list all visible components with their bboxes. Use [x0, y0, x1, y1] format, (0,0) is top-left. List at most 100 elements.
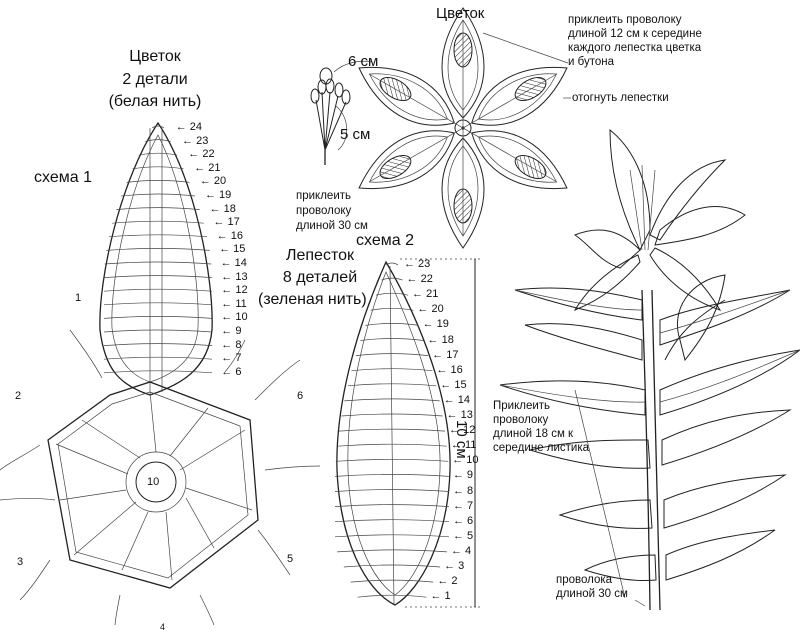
- scheme1-row-24: ← 24: [175, 121, 202, 133]
- section-number-1: 1: [75, 292, 82, 304]
- scheme1-stitch-row: [145, 139, 171, 142]
- scheme1-row-10: ← 10: [221, 311, 248, 324]
- scheme1-row-18: ← 18: [209, 202, 236, 215]
- scheme1-stitch-row: [104, 261, 212, 265]
- scheme2-row-22: ← 22: [406, 273, 433, 286]
- scheme2-stitch-row: [337, 549, 447, 553]
- scheme2-row-1: ← 1: [430, 590, 451, 603]
- scheme2-stitch-row: [350, 579, 434, 583]
- flower-subtitle: 2 детали: [122, 71, 188, 88]
- scheme1-stitch-row: [116, 207, 200, 210]
- scheme2-stitch-row: [360, 338, 424, 341]
- stamen-note-2: проволоку: [296, 205, 352, 217]
- scheme1-row-12: ← 12: [221, 284, 248, 297]
- stamen-note-3: длиной 30 см: [296, 220, 368, 232]
- scheme1-row-14: ← 14: [220, 257, 247, 269]
- scheme2-stitch-row: [385, 262, 399, 266]
- scheme1-row-23: ← 23: [182, 134, 209, 147]
- star-note1-l2: длиной 12 см к середине: [568, 28, 702, 40]
- scheme2-stitch-row: [381, 277, 403, 281]
- scheme2-row-11: ← 11: [450, 439, 477, 452]
- scheme1-row-22: ← 22: [188, 148, 215, 161]
- scheme1-row-16: ← 16: [216, 229, 243, 242]
- scheme1-row-8: ← 8: [221, 338, 242, 351]
- section-number-2: 2: [15, 390, 22, 402]
- section-number-5: 5: [287, 553, 294, 565]
- scheme2-row-8: ← 8: [453, 484, 474, 497]
- scheme1-stitch-row: [103, 356, 213, 360]
- scheme1-stitch-row: [112, 220, 204, 224]
- scheme2-row-12: ← 12: [449, 424, 476, 437]
- stamen-size-top: 6 см: [348, 53, 379, 70]
- scheme2-stitch-row: [335, 474, 449, 477]
- petal-subtitle: 8 деталей: [282, 269, 358, 286]
- scheme1-row-19: ← 19: [205, 189, 232, 201]
- scheme2-row-15: ← 15: [440, 378, 467, 391]
- scheme2-row-9: ← 9: [452, 469, 474, 482]
- scheme1-row-13: ← 13: [221, 270, 248, 283]
- scheme1-row-21: ← 21: [194, 161, 221, 174]
- scheme1-stitch-row: [103, 370, 213, 374]
- stem-note-1: проволока: [556, 574, 613, 586]
- star-note2: отогнуть лепестки: [572, 92, 669, 104]
- scheme1-row-17: ← 17: [213, 216, 240, 229]
- scheme1-stitch-row: [104, 275, 212, 278]
- scheme2-row-2: ← 2: [437, 575, 458, 588]
- scheme2-stitch-row: [334, 519, 450, 523]
- scheme2-stitch-row: [375, 292, 409, 296]
- leaf-note-4: середине листика: [493, 442, 590, 454]
- scheme1-row-11: ← 11: [221, 297, 247, 310]
- scheme1-stitch-row: [151, 125, 165, 129]
- scheme1-row-15: ← 15: [219, 243, 246, 256]
- stamen-diagram: [310, 60, 373, 165]
- scheme2-row-14: ← 14: [443, 393, 470, 406]
- stem-note-2: длиной 30 см: [556, 588, 628, 600]
- flower-title: Цветок: [129, 48, 181, 65]
- leaf-note-3: длиной 18 см к: [493, 428, 574, 440]
- scheme2-row-5: ← 5: [453, 529, 474, 542]
- scheme1-stitch-row: [132, 166, 184, 170]
- scheme1-stitch-row: [103, 302, 213, 306]
- scheme2-row-7: ← 7: [453, 499, 474, 512]
- scheme2-stitch-row: [357, 594, 427, 598]
- scheme1-row-9: ← 9: [221, 325, 242, 337]
- star-note1-l4: и бутона: [568, 56, 614, 68]
- scheme2-stitch-row: [344, 398, 440, 402]
- scheme2-row-4: ← 4: [450, 544, 472, 557]
- star-title: Цветок: [436, 5, 485, 22]
- leaf-note-1: Приклеить: [493, 400, 551, 412]
- scheme2-stitch-row: [334, 489, 450, 492]
- center-number: 10: [147, 476, 160, 488]
- scheme2-stitch-row: [370, 307, 414, 311]
- stamen-size-side: 5 см: [340, 126, 371, 143]
- star-note1-l3: каждого лепестка цветка: [568, 42, 702, 54]
- scheme1-stitch-row: [106, 248, 210, 251]
- scheme1-label: схема 1: [34, 169, 92, 186]
- lily-illustration: [499, 128, 800, 611]
- scheme2-row-19: ← 19: [422, 318, 449, 331]
- petal-title: Лепесток: [285, 247, 354, 264]
- scheme2-row-23: ← 23: [404, 258, 431, 270]
- scheme1-stitch-row: [138, 152, 178, 156]
- star-diagram: [358, 7, 571, 249]
- scheme2-row-13: ← 13: [446, 409, 473, 421]
- scheme2-stitch-row: [365, 323, 419, 326]
- scheme2-label: схема 2: [356, 232, 414, 249]
- scheme2-row-18: ← 18: [427, 333, 454, 346]
- scheme1-row-6: ← 6: [221, 365, 242, 378]
- scheme2-row-17: ← 17: [432, 348, 459, 361]
- scheme2-stitch-row: [343, 564, 441, 568]
- scheme1-row-20: ← 20: [199, 175, 227, 188]
- scheme1-stitch-row: [126, 180, 190, 183]
- scheme1-stitch-row: [108, 234, 208, 238]
- scheme1-stitch-row: [103, 343, 213, 346]
- petal-note: (зеленая нить): [258, 291, 367, 308]
- scheme2-row-16: ← 16: [436, 363, 463, 376]
- flower-note: (белая нить): [108, 93, 202, 110]
- scheme2-stitch-row: [347, 383, 437, 387]
- section-number-4: 4: [160, 622, 166, 632]
- scheme2-diagram: [334, 258, 480, 608]
- scheme2-stitch-row: [351, 368, 433, 372]
- stamen-note-1: приклеить: [296, 190, 351, 202]
